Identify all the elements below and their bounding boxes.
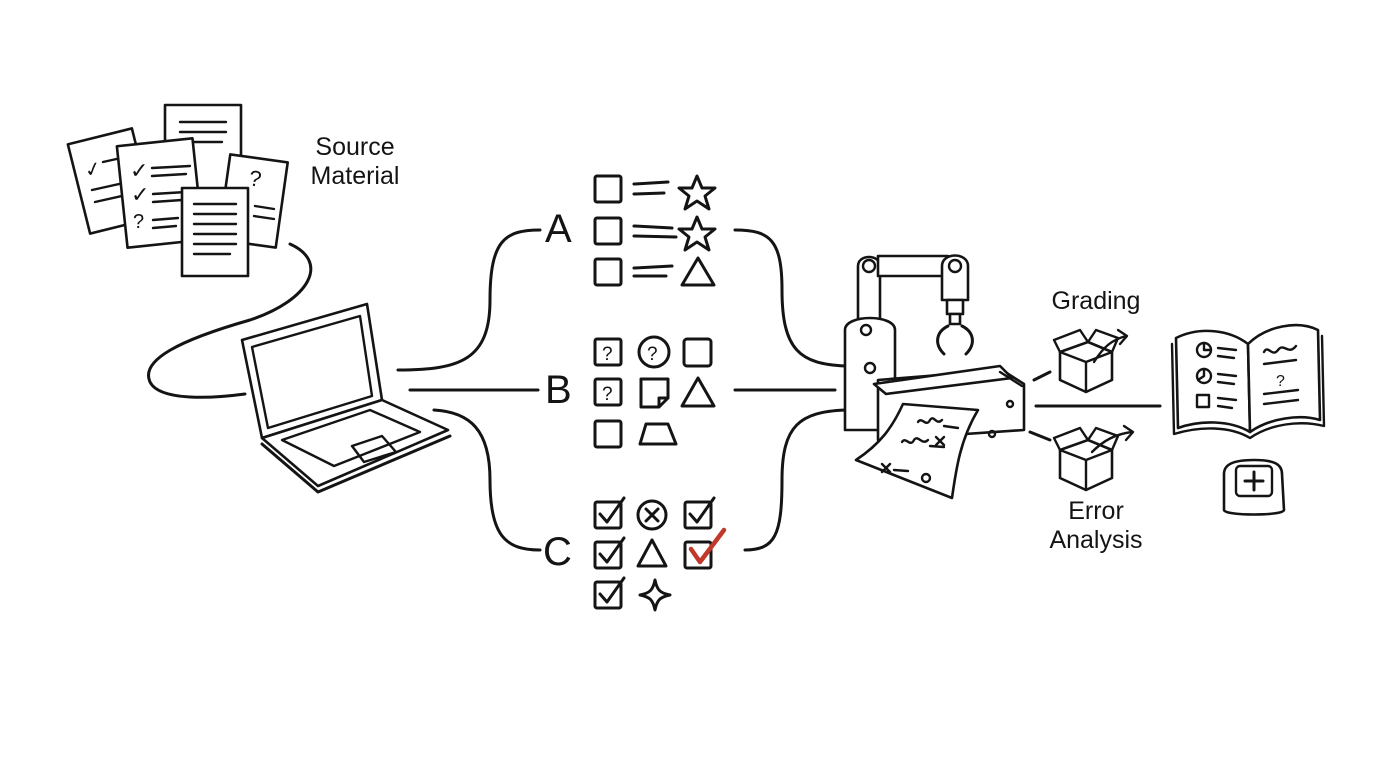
connector-a-robot — [733, 228, 847, 368]
connector-laptop-a — [396, 228, 542, 372]
svg-text:✓: ✓ — [131, 182, 149, 207]
report-book-icon: ? — [1170, 323, 1326, 440]
connector-c-robot — [743, 408, 847, 552]
svg-text:?: ? — [133, 211, 144, 233]
error-analysis-label: Error Analysis — [1036, 497, 1156, 555]
error-label-line1: Error — [1068, 497, 1124, 525]
svg-text:?: ? — [602, 384, 613, 405]
branch-label-a: A — [545, 207, 572, 251]
option-set-b: ? ? ? — [593, 335, 716, 449]
plus-key-icon — [1222, 458, 1286, 516]
connector-laptop-c — [432, 408, 542, 552]
svg-text:?: ? — [647, 344, 658, 365]
error-box-icon — [1052, 424, 1135, 492]
source-label-line2: Material — [310, 162, 400, 190]
error-label-line2: Analysis — [1049, 526, 1143, 554]
svg-text:✓: ✓ — [130, 158, 148, 183]
svg-text:?: ? — [602, 344, 613, 365]
source-label-line1: Source — [315, 133, 395, 161]
svg-text:✓: ✓ — [82, 157, 104, 182]
connector-robot-error — [1028, 430, 1052, 442]
red-check-icon — [688, 527, 727, 565]
option-set-a — [593, 174, 717, 287]
svg-text:?: ? — [1276, 373, 1285, 390]
robot-arm-printer-icon — [843, 254, 1026, 500]
branch-label-c: C — [543, 530, 572, 574]
grading-label: Grading — [1051, 287, 1141, 315]
connector-robot-grading — [1032, 370, 1052, 382]
svg-text:?: ? — [247, 165, 263, 191]
grading-box-icon — [1052, 328, 1129, 394]
branch-label-b: B — [545, 368, 572, 412]
option-set-c — [593, 496, 727, 612]
source-material-label: Source Material — [296, 133, 414, 191]
source-connector — [147, 242, 313, 399]
laptop-icon — [240, 302, 452, 494]
source-documents-icon: ✓ ? ✓ ✓ ? — [66, 103, 290, 278]
